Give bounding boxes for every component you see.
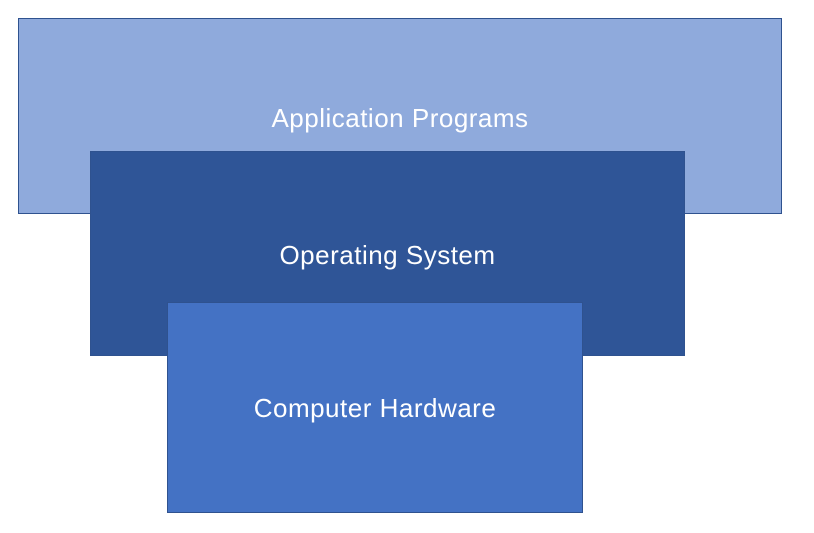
computer-hardware-box: Computer Hardware bbox=[167, 302, 583, 513]
computer-hardware-label: Computer Hardware bbox=[253, 393, 497, 423]
operating-system-label: Operating System bbox=[279, 240, 496, 270]
application-programs-label: Application Programs bbox=[271, 103, 529, 133]
